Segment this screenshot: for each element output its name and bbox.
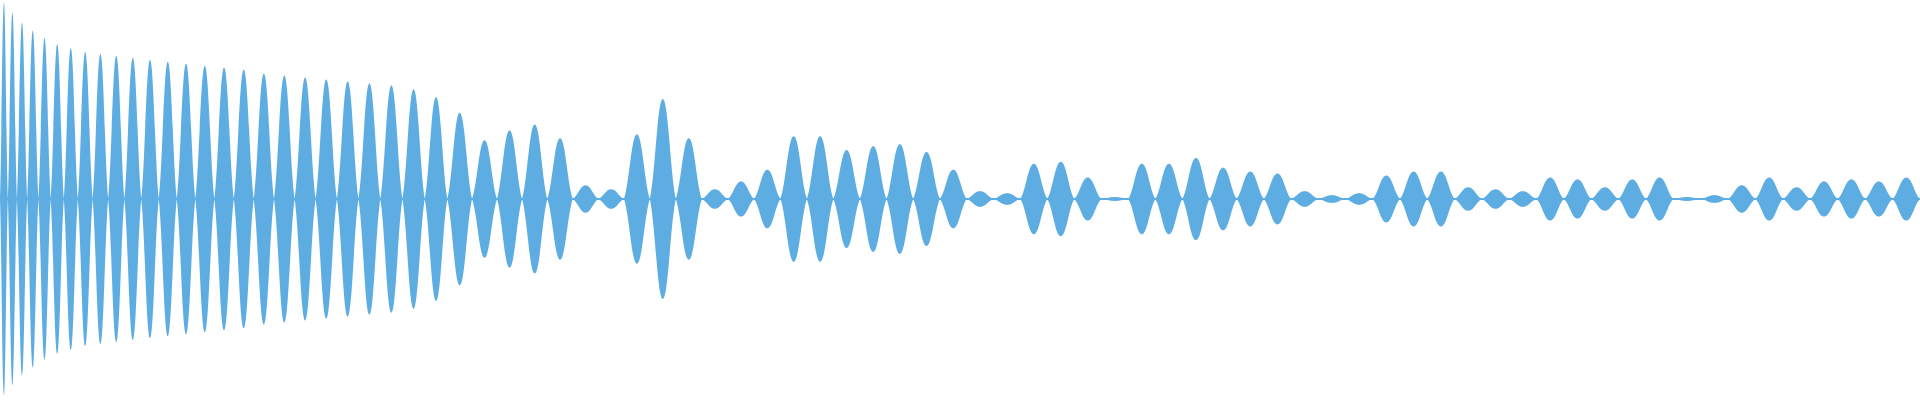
waveform-baseline [0, 198, 1920, 200]
